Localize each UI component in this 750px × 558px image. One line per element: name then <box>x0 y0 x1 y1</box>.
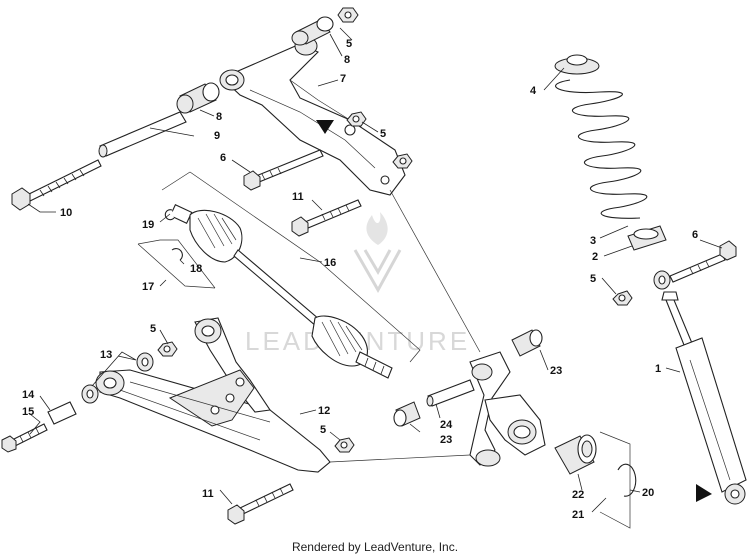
callout-23: 23 <box>440 434 452 446</box>
bushing-13 <box>136 352 154 372</box>
bushing-23-bottom <box>393 401 421 427</box>
callout-5: 5 <box>150 323 156 335</box>
nut-shock <box>612 290 633 306</box>
callout-19: 19 <box>142 219 154 231</box>
callout-16: 16 <box>324 257 336 269</box>
callout-13: 13 <box>100 349 112 361</box>
bolt-upper-arm <box>243 149 324 191</box>
callout-22: 22 <box>572 489 584 501</box>
drive-axle <box>169 204 393 379</box>
callout-24: 24 <box>440 419 453 431</box>
long-bolt <box>11 159 102 211</box>
callout-5: 5 <box>590 273 596 285</box>
sleeve-14 <box>47 401 77 425</box>
callout-6: 6 <box>220 152 226 164</box>
callout-8: 8 <box>344 54 350 66</box>
spring-collar <box>627 225 667 251</box>
bearing-22 <box>554 434 597 475</box>
callout-20: 20 <box>642 487 654 499</box>
nut-upper-arm-a <box>346 111 367 127</box>
callout-2: 2 <box>592 251 598 263</box>
callout-12: 12 <box>318 405 330 417</box>
callout-7: 7 <box>340 73 346 85</box>
callout-8: 8 <box>216 111 222 123</box>
nut-lower-a <box>157 341 178 357</box>
callout-11: 11 <box>292 191 304 203</box>
callout-10: 10 <box>60 207 72 219</box>
bolt-shock-top <box>669 240 737 283</box>
callout-18: 18 <box>190 263 202 275</box>
callout-14: 14 <box>22 389 35 401</box>
nut-top <box>337 7 359 23</box>
callout-5: 5 <box>346 38 352 50</box>
bushing-lower <box>176 82 220 114</box>
callout-4: 4 <box>530 85 537 97</box>
callout-1: 1 <box>655 363 661 375</box>
callout-3: 3 <box>590 235 596 247</box>
upper-a-arm <box>219 36 406 196</box>
bracket-20 <box>599 431 631 529</box>
callout-11: 11 <box>202 488 214 500</box>
bushing-23-top <box>511 329 543 357</box>
callout-17: 17 <box>142 281 154 293</box>
callouts: 5 8 7 5 8 9 6 10 11 19 18 17 16 5 13 14 … <box>22 27 723 521</box>
callout-6: 6 <box>692 229 698 241</box>
bolt-mid <box>291 199 362 237</box>
callout-5: 5 <box>320 424 326 436</box>
coil-spring <box>555 79 648 219</box>
snap-ring-21 <box>617 463 637 497</box>
shock-absorber <box>653 270 747 505</box>
bushing-upper <box>291 16 334 46</box>
callout-5: 5 <box>380 128 386 140</box>
callout-21: 21 <box>572 509 584 521</box>
guide-line-b <box>329 454 471 463</box>
steering-knuckle <box>469 351 546 467</box>
callout-23: 23 <box>550 365 562 377</box>
spring-retainer <box>554 54 600 75</box>
rendered-by-footer: Rendered by LeadVenture, Inc. <box>291 540 459 554</box>
bushing-13b <box>81 384 99 404</box>
bolt-15 <box>1 423 48 453</box>
guide-line-a <box>389 189 481 353</box>
bracket-16 <box>161 171 421 363</box>
bracket-17 <box>137 239 216 289</box>
nut-upper-arm-b <box>392 153 413 169</box>
circlip-18 <box>171 248 183 261</box>
nut-lower-b <box>334 437 355 453</box>
callout-15: 15 <box>22 406 34 418</box>
bolt-lower <box>227 483 294 525</box>
lower-a-arm <box>95 317 331 473</box>
pin-24 <box>426 379 475 407</box>
callout-9: 9 <box>214 130 220 142</box>
pivot-sleeve <box>98 111 187 158</box>
